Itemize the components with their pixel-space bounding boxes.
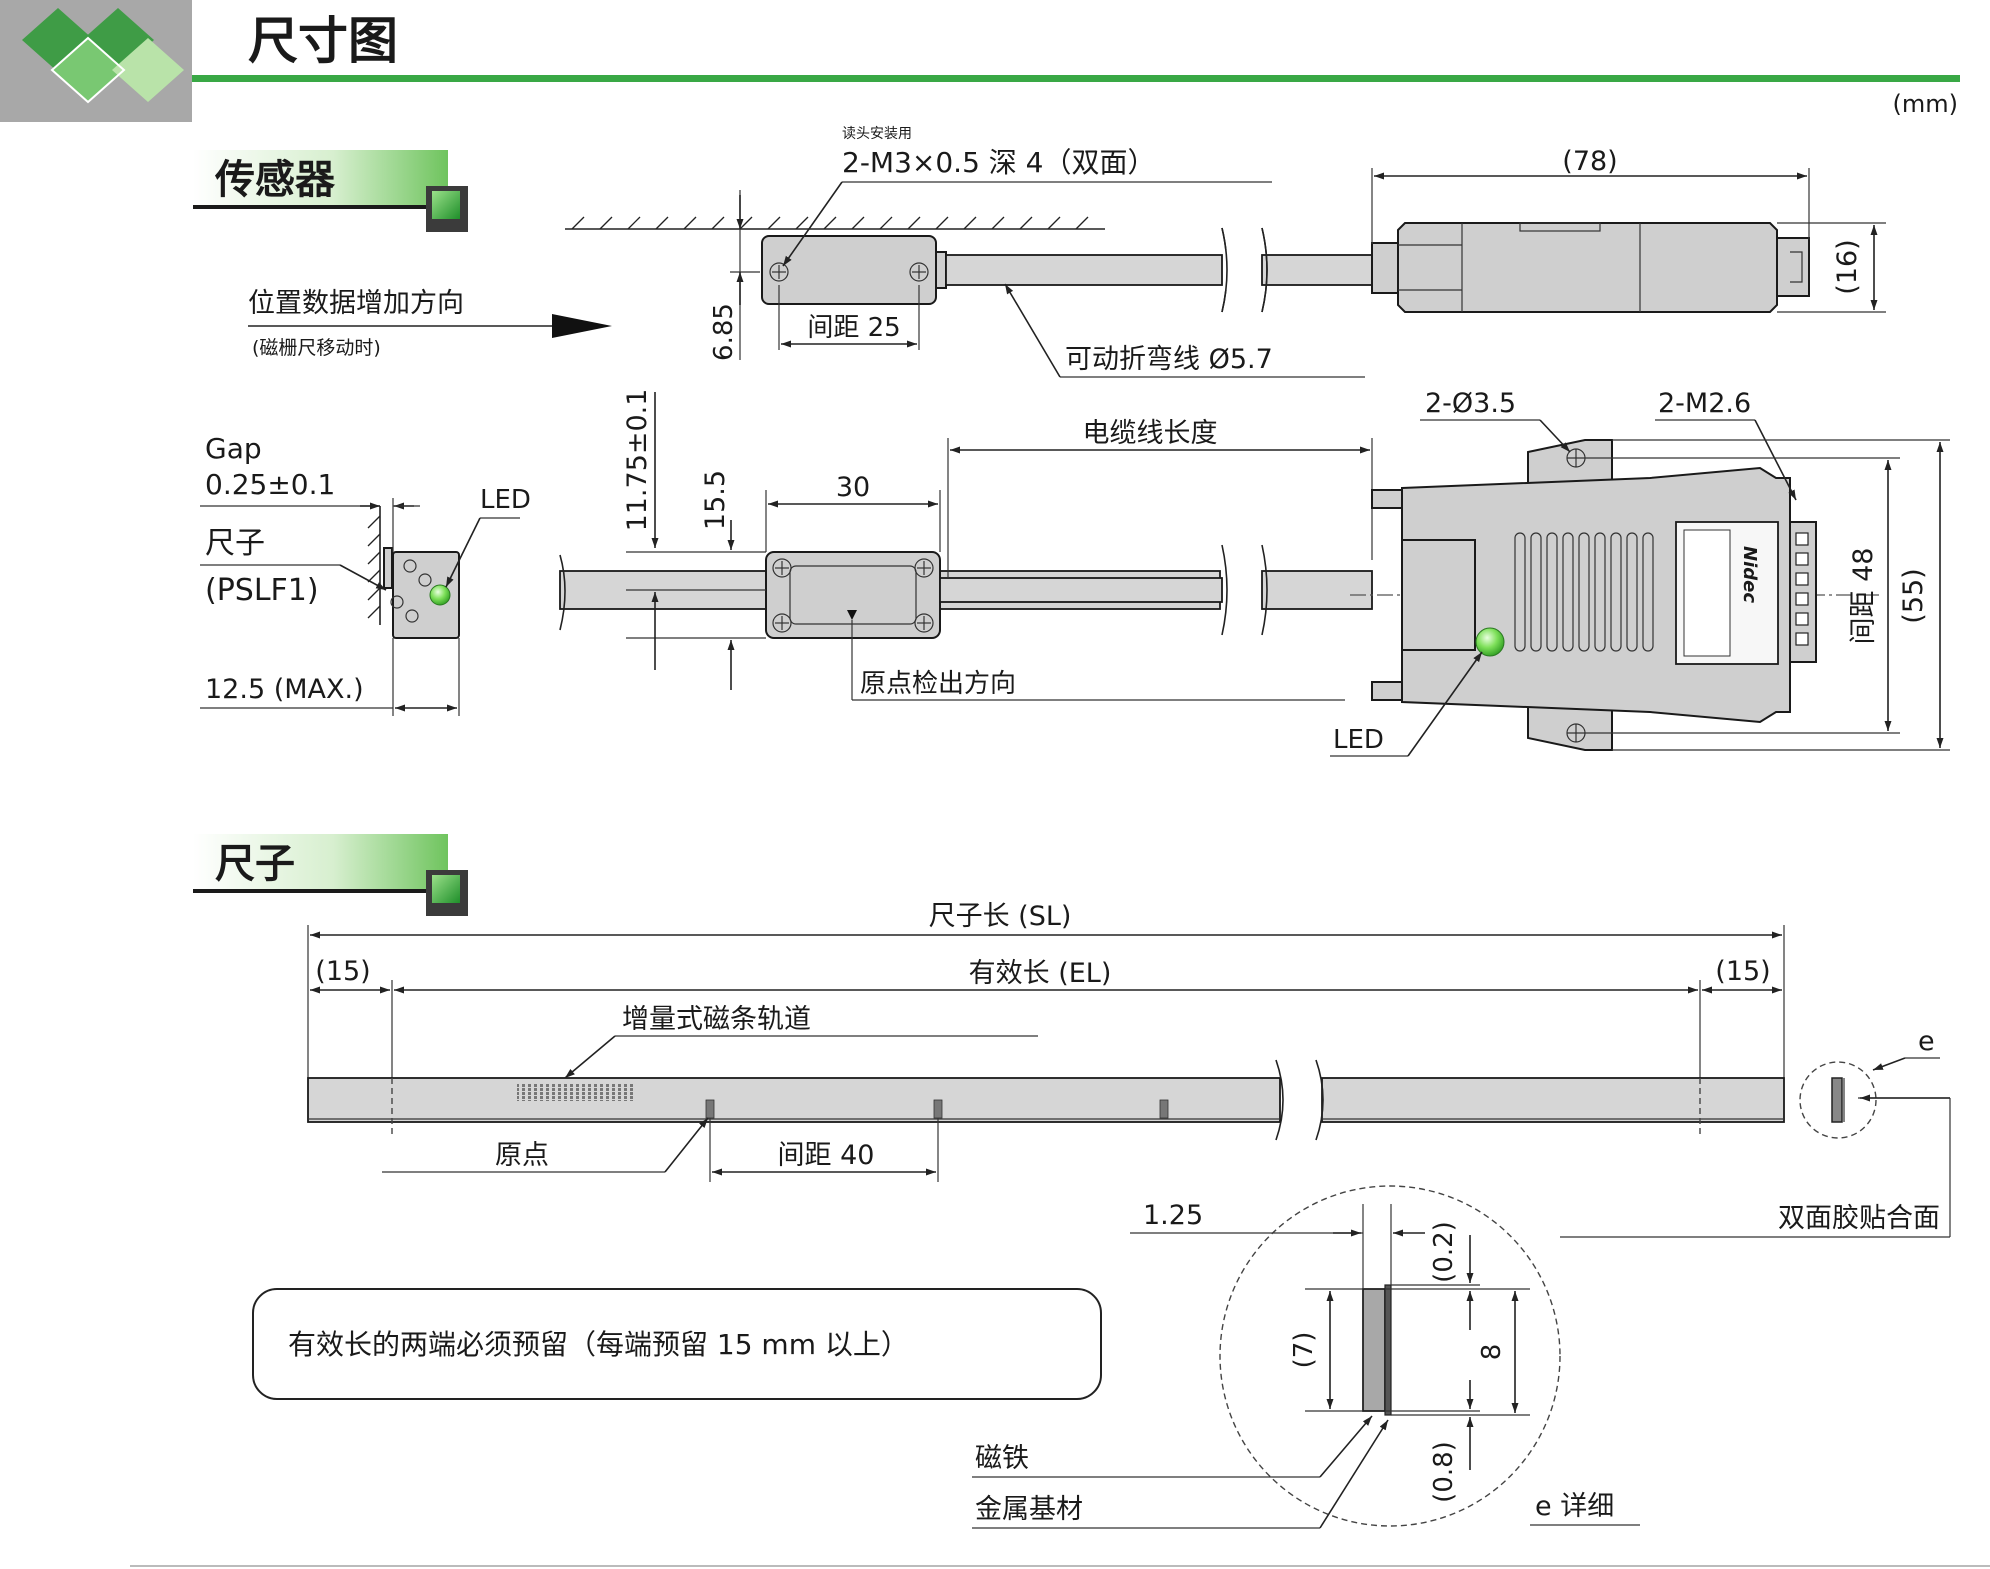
led-label-head: LED [480, 485, 531, 515]
base-label: 金属基材 [975, 1494, 1083, 1525]
e-marker-label: e [1918, 1026, 1935, 1057]
led-label-connector: LED [1333, 725, 1384, 755]
sensor-top-view: 6.85 间距 25 读头安装用 2-M3×0.5 深 4（双面） 可动折弯线 … [565, 125, 1886, 378]
dim-78: (78) [1562, 146, 1617, 177]
dim-30: 30 [836, 472, 870, 503]
holes-label: 2-Ø3.5 [1425, 388, 1516, 419]
section-title-sensor: 传感器 [214, 157, 336, 203]
note-text: 有效长的两端必须预留（每端预留 15 mm 以上） [288, 1328, 909, 1361]
dim-15-5: 15.5 [700, 470, 731, 530]
direction-label: 位置数据增加方向 [248, 288, 464, 319]
gap-label: Gap [205, 432, 262, 465]
note-box: 有效长的两端必须预留（每端预留 15 mm 以上） [252, 1288, 1102, 1400]
dim-0-8: (0.8) [1429, 1441, 1459, 1503]
unit-label: (mm) [1893, 90, 1958, 118]
section-tab-sensor: 传感器 [193, 150, 468, 232]
screws-label: 2-M2.6 [1658, 388, 1751, 419]
dim-6-85: 6.85 [709, 303, 739, 361]
dim-pitch-25: 间距 25 [807, 313, 900, 343]
connector-front-view: Nidec 2-Ø3.5 2-M2.6 LED 间距 48 (55) [1330, 388, 1950, 757]
detail-caption: e 详细 [1535, 1491, 1614, 1522]
page-title: 尺寸图 [248, 12, 398, 70]
dim-margin-right: (15) [1715, 956, 1770, 987]
max-width: 12.5 (MAX.) [205, 674, 364, 705]
dim-7: (7) [1289, 1332, 1319, 1369]
mount-note: 读头安装用 [842, 125, 912, 142]
track-label: 增量式磁条轨道 [622, 1004, 811, 1035]
magnet-label: 磁铁 [975, 1443, 1029, 1474]
cable-spec: 可动折弯线 Ø5.7 [1065, 344, 1273, 375]
brand-mark: Nidec [1739, 546, 1760, 603]
header-logo [0, 0, 192, 122]
dim-margin-left: (15) [315, 956, 370, 987]
dim-0-2: (0.2) [1429, 1221, 1459, 1283]
origin-direction-label: 原点检出方向 [860, 669, 1016, 699]
dim-pitch-40: 间距 40 [778, 1140, 875, 1171]
dim-el: 有效长 (EL) [969, 958, 1112, 989]
mount-spec: 2-M3×0.5 深 4（双面） [842, 146, 1156, 179]
dim-sl: 尺子长 (SL) [929, 901, 1072, 932]
direction-indicator: 位置数据增加方向 (磁栅尺移动时) [248, 288, 612, 359]
sensor-front-view: 11.75±0.1 15.5 30 原点检出方向 电缆线长度 [559, 389, 1373, 701]
adhesive-label: 双面胶贴合面 [1778, 1203, 1940, 1234]
scale-model: (PSLF1) [205, 573, 319, 608]
dim-16: (16) [1832, 239, 1863, 294]
dim-1-25: 1.25 [1143, 1200, 1203, 1231]
dim-pitch-48: 间距 48 [1848, 548, 1879, 645]
detail-e: 1.25 (0.2) (7) 8 (0.8) 磁铁 金属基材 e 详细 [972, 1185, 1640, 1529]
direction-arrow-icon [552, 314, 612, 338]
dim-55: (55) [1898, 568, 1929, 623]
section-title-scale: 尺子 [215, 841, 295, 887]
scale-label: 尺子 [205, 526, 265, 561]
dim-11-75: 11.75±0.1 [622, 389, 653, 532]
header-rule [192, 75, 1960, 82]
sensor-side-view: Gap 0.25±0.1 尺子 (PSLF1) LED 12.5 (MAX.) [200, 432, 531, 716]
origin-label: 原点 [495, 1140, 549, 1171]
gap-value: 0.25±0.1 [205, 468, 335, 501]
scale-drawing: 尺子长 (SL) 有效长 (EL) (15) (15) 增量式磁条轨道 [307, 901, 1951, 1238]
dim-8: 8 [1477, 1344, 1507, 1361]
direction-note: (磁栅尺移动时) [252, 337, 381, 359]
section-tab-scale: 尺子 [193, 834, 468, 916]
cable-length-label: 电缆线长度 [1083, 418, 1218, 449]
